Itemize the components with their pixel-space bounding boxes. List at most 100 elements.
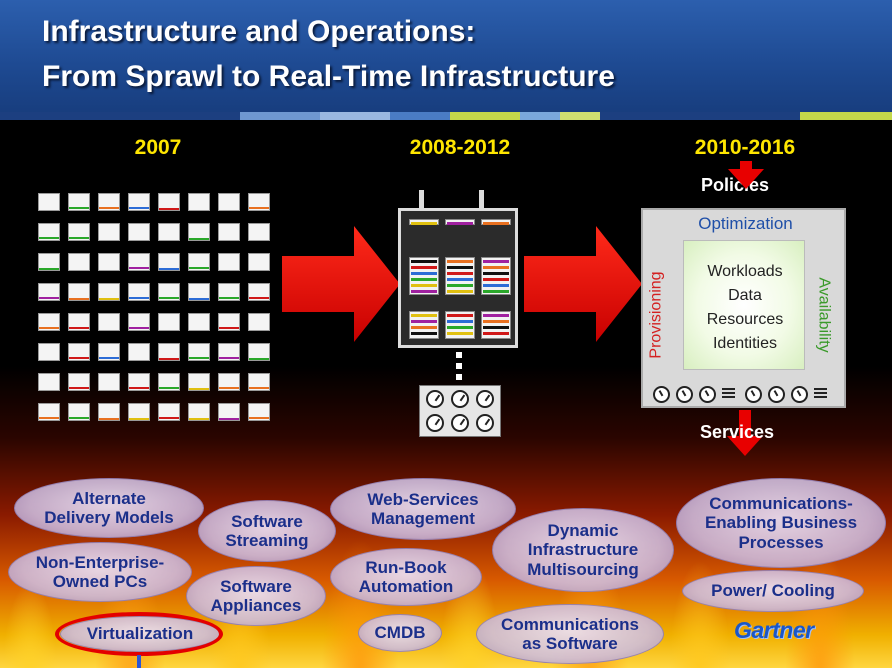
server-unit [188,403,210,421]
server-unit [98,343,120,361]
server-unit [218,403,240,421]
topic-cmdb: CMDB [358,614,442,652]
server-unit [188,193,210,211]
rti-gauge [768,386,785,403]
resources-label: Resources [706,311,784,328]
server-unit [218,253,240,271]
arrow-right-1 [282,226,400,342]
gartner-logo: Gartner [734,617,814,643]
rack-server [481,257,511,295]
server-unit [68,403,90,421]
server-unit [68,223,90,241]
topic-dynamic-infrastructure-multisourcing: Dynamic Infrastructure Multisourcing [492,508,674,592]
workloads-label: Workloads [707,263,783,280]
provisioning-label: Provisioning [647,271,665,359]
server-unit [218,193,240,211]
topic-web-services-management: Web-Services Management [330,478,516,540]
highlight-pointer [137,655,141,668]
meter-gauge [451,414,469,432]
server-unit [98,313,120,331]
rack-server [445,257,475,295]
server-unit [98,283,120,301]
server-unit [68,373,90,391]
server-unit [68,193,90,211]
rti-bars-icon [722,388,735,401]
server-unit [158,193,180,211]
server-unit [98,223,120,241]
topic-communications-enabling-business-processes: Communications- Enabling Business Proces… [676,478,886,568]
server-unit [158,403,180,421]
server-unit [158,373,180,391]
server-unit [128,223,150,241]
topic-software-appliances: Software Appliances [186,566,326,626]
server-unit [248,223,270,241]
server-unit [248,313,270,331]
virtualization-highlight [55,612,223,656]
rti-gauge [745,386,762,403]
meter-gauge [426,390,444,408]
server-unit [188,373,210,391]
server-unit [128,373,150,391]
server-unit [98,373,120,391]
rack-post-right [479,190,484,210]
data-label: Data [728,287,762,304]
rti-core: Workloads Data Resources Identities [683,240,805,370]
year-2010-2016: 2010-2016 [694,136,796,159]
server-unit [188,223,210,241]
server-unit [248,193,270,211]
services-arrow [727,410,763,456]
title-line-1: Infrastructure and Operations: [42,15,476,48]
rti-gauge [699,386,716,403]
server-unit [68,283,90,301]
rack-server [481,219,511,225]
server-unit [158,253,180,271]
server-unit [188,313,210,331]
meter-gauge [476,414,494,432]
server-unit [218,313,240,331]
server-unit [218,343,240,361]
server-unit [38,403,60,421]
rack-server [445,311,475,339]
server-unit [128,343,150,361]
topic-run-book-automation: Run-Book Automation [330,548,482,606]
server-unit [68,343,90,361]
server-unit [98,253,120,271]
rack-server [481,311,511,339]
server-unit [98,403,120,421]
meter-gauge [476,390,494,408]
server-unit [128,313,150,331]
server-unit [158,223,180,241]
rti-gauge [791,386,808,403]
title-line-2: From Sprawl to Real-Time Infrastructure [42,60,615,93]
rack-server [409,219,439,225]
optimization-label: Optimization [698,214,793,233]
server-unit [188,283,210,301]
server-unit [248,283,270,301]
topic-software-streaming: Software Streaming [198,500,336,562]
server-unit [128,193,150,211]
server-unit [188,253,210,271]
rti-gauge [676,386,693,403]
rti-bars-icon [814,388,827,401]
server-unit [68,313,90,331]
server-unit [38,373,60,391]
server-unit [158,313,180,331]
server-unit [218,283,240,301]
server-unit [248,403,270,421]
server-unit [158,343,180,361]
server-unit [68,253,90,271]
server-unit [158,283,180,301]
server-unit [188,343,210,361]
policies-arrow [728,161,764,189]
topic-communications-as-software: Communications as Software [476,604,664,664]
server-unit [128,283,150,301]
server-unit [38,253,60,271]
server-unit [98,193,120,211]
connector-dots [456,352,462,382]
sprawl-server-grid [38,193,278,433]
topic-alternate-delivery-models: Alternate Delivery Models [14,478,204,538]
rack-server [409,311,439,339]
server-unit [218,373,240,391]
identities-label: Identities [712,335,778,352]
